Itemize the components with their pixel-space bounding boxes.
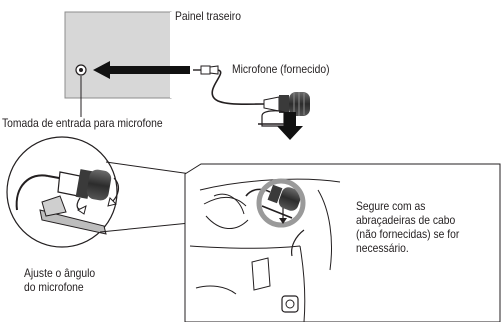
adjust-angle-label: Ajuste o ângulo do microfone	[24, 266, 96, 294]
cable-clamp-icon	[291, 229, 305, 257]
mic-input-jack-icon	[75, 64, 87, 76]
mount-down-arrow-icon	[279, 208, 287, 224]
mic-angle-inset	[6, 136, 120, 248]
mounted-microphone-icon	[245, 184, 302, 219]
insert-arrow-icon	[93, 61, 190, 79]
car-interior-panel	[184, 163, 501, 322]
down-arrow-icon	[277, 112, 303, 140]
mic-jack-label: Tomada de entrada para microfone	[2, 116, 163, 130]
rear-panel	[64, 11, 172, 99]
microphone-label: Microfone (fornecido)	[232, 62, 330, 76]
mount-position-circle	[256, 178, 306, 228]
secure-with-clamps-note: Segure com as abraçadeiras de cabo (não …	[356, 199, 460, 255]
microphone-plug-icon	[193, 65, 219, 75]
microphone-cable	[211, 69, 265, 106]
rear-panel-label: Painel traseiro	[175, 9, 241, 23]
